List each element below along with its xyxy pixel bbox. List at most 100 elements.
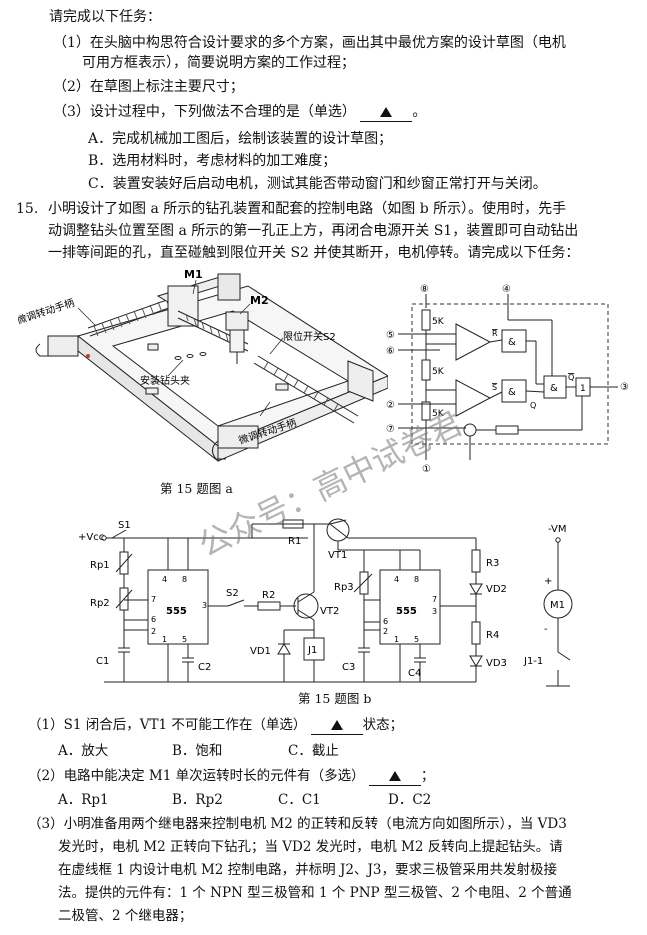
figure-b-control-circuit: +Vcc S1 Rp1 Rp2 C1 C2 555 555 S2 R1 R2 V… <box>78 518 573 687</box>
s2-label: S2 <box>226 588 239 599</box>
motor-plus: + <box>544 576 552 587</box>
chip1-pin-2: 2 <box>151 627 156 636</box>
q-label: Q <box>530 401 536 410</box>
triangle-icon <box>388 771 401 781</box>
task-1-line-1: （1）在头脑中构思符合设计要求的多个方案，画出其中最优方案的设计草图（电机 <box>53 35 566 51</box>
chip1-pin-3: 3 <box>202 601 207 610</box>
sub-question-1: （1）S1 闭合后，VT1 不可能工作在（单选） 状态； <box>28 716 404 735</box>
chip2-pin-5: 5 <box>414 635 419 644</box>
rp3-label: Rp3 <box>334 582 354 593</box>
option-c: C．装置安装好后启动电机，测试其能否带动窗门和纱窗正常打开与关闭。 <box>88 176 547 192</box>
pin-2: ② <box>386 400 395 411</box>
and-gate-2: & <box>508 387 516 398</box>
c1-label: C1 <box>96 656 109 667</box>
chip1-pin-8: 8 <box>182 575 187 584</box>
c3-label: C3 <box>342 662 355 673</box>
answer-blank-2[interactable] <box>368 767 421 786</box>
sub-question-2: （2）电路中能决定 M1 单次运转时长的元件有（多选） ； <box>28 767 435 786</box>
q3-line-2: 发光时，电机 M2 正转向下钻孔；当 VD2 发光时，电机 M2 反转向上提起钻… <box>58 839 563 855</box>
vd1-label: VD1 <box>250 646 271 657</box>
resistor-top-label: 5K <box>432 317 445 327</box>
q1-option-c: C．截止 <box>288 743 339 759</box>
task-2: （2）在草图上标注主要尺寸； <box>53 79 244 95</box>
q15-line-2: 动调整钻头位置至图 a 所示的第一孔正上方，再闭合电源开关 S1，装置即可自动钻… <box>48 223 579 239</box>
vt2-label: VT2 <box>320 606 339 617</box>
task-1-line-2: 可用方框表示），简要说明方案的工作过程； <box>82 55 355 71</box>
q3-line-5: 二极管、2 个继电器； <box>58 908 193 924</box>
chip2-pin-2: 2 <box>383 627 388 636</box>
vd2-label: VD2 <box>486 584 507 595</box>
chip2-pin-4: 4 <box>394 575 399 584</box>
chip2-pin-3: 3 <box>432 607 437 616</box>
resistor-bot-label: 5K <box>432 409 445 419</box>
q3-line-1: （3）小明准备用两个继电器来控制电机 M2 的正转和反转（电流方向如图所示），当… <box>28 816 567 832</box>
chip-555-left: 555 <box>166 606 187 617</box>
motor-m1-label: M1 <box>550 600 565 611</box>
chip1-pin-7: 7 <box>151 595 156 604</box>
chip2-pin-8: 8 <box>414 575 419 584</box>
rp2-label: Rp2 <box>90 598 110 609</box>
chip2-pin-7: 7 <box>432 595 437 604</box>
vm-label: -VM <box>548 524 567 535</box>
red-marker-icon <box>86 354 90 358</box>
r4-label: R4 <box>486 630 499 641</box>
c2-label: C2 <box>198 662 211 673</box>
chip1-pin-5: 5 <box>182 635 187 644</box>
s-bar-label: S <box>492 383 497 392</box>
chip1-pin-6: 6 <box>151 615 156 624</box>
q1-option-a: A．放大 <box>58 743 109 759</box>
chip-555-right: 555 <box>396 606 417 617</box>
pin-3: ③ <box>620 382 629 393</box>
chuck-label: 安装钻头夹 <box>140 374 190 387</box>
answer-blank[interactable] <box>360 103 413 122</box>
pin-5: ⑤ <box>386 330 395 341</box>
triangle-icon <box>380 107 393 117</box>
chip1-pin-1: 1 <box>162 635 167 644</box>
pin-6: ⑥ <box>386 346 395 357</box>
chip2-pin-1: 1 <box>394 635 399 644</box>
q-bar-label: Q <box>568 373 574 382</box>
resistor-mid-label: 5K <box>432 367 445 377</box>
q3-line-3: 在虚线框 1 内设计电机 M2 控制电路，并标明 J2、J3，要求三极管采用共发… <box>58 862 557 878</box>
q3-line-4: 法。提供的元件有：1 个 NPN 型三极管和 1 个 PNP 型三极管、2 个电… <box>58 885 572 901</box>
option-b: B．选用材料时，考虑材料的加工难度； <box>88 153 337 169</box>
limit-switch-label: 限位开关S2 <box>283 330 336 343</box>
r2-label: R2 <box>262 590 275 601</box>
chip2-pin-6: 6 <box>383 617 388 626</box>
q15-number: 15. <box>16 201 39 217</box>
q15-line-3: 一排等间距的孔，直至碰触到限位开关 S2 并使其断开，电机停转。请完成以下任务： <box>48 245 580 261</box>
triangle-icon <box>330 720 343 730</box>
q2-option-b: B．Rp2 <box>172 792 223 808</box>
vd3-label: VD3 <box>486 658 507 669</box>
and-gate-1: & <box>508 337 516 348</box>
chip1-pin-4: 4 <box>162 575 167 584</box>
figure-b-caption: 第 15 题图 b <box>298 691 372 706</box>
s1-label: S1 <box>118 520 131 531</box>
handle-label-left: 微调转动手柄 <box>18 296 76 327</box>
motor-minus: - <box>544 624 548 635</box>
q2-option-d: D．C2 <box>388 792 432 808</box>
pin-1: ① <box>422 464 431 475</box>
pin-8: ⑧ <box>420 284 429 295</box>
m1-label: M1 <box>184 268 203 281</box>
q1-option-b: B．饱和 <box>172 743 223 759</box>
c4-label: C4 <box>408 668 421 679</box>
q2-option-a: A．Rp1 <box>58 792 109 808</box>
r1-label: R1 <box>288 536 301 547</box>
vt1-label: VT1 <box>328 550 347 561</box>
j1-1-label: J1-1 <box>523 656 543 667</box>
not-gate: 1 <box>580 384 586 394</box>
option-a: A．完成机械加工图后，绘制该装置的设计草图； <box>88 131 393 147</box>
pin-7: ⑦ <box>386 424 395 435</box>
pin-4: ④ <box>502 284 511 295</box>
task-3: （3）设计过程中，下列做法不合理的是（单选） 。 <box>53 103 427 122</box>
j1-label: J1 <box>307 645 317 656</box>
ic-555-internal-diagram: ⑧ ⑤ ⑥ ② ⑦ ④ ③ ① 5K 5K 5K R S & & & 1 Q Q <box>386 284 629 475</box>
figure-a-drilling-device: 微调转动手柄 M1 M2 限位开关S2 安装钻头夹 微调转动手柄 <box>18 268 388 463</box>
answer-blank-1[interactable] <box>310 716 363 735</box>
figure-a-caption: 第 15 题图 a <box>160 481 233 496</box>
intro-text: 请完成以下任务： <box>49 9 161 25</box>
q15-line-1: 小明设计了如图 a 所示的钻孔装置和配套的控制电路（如图 b 所示）。使用时，先… <box>48 201 567 217</box>
rp1-label: Rp1 <box>90 560 110 571</box>
and-gate-3: & <box>550 383 558 394</box>
